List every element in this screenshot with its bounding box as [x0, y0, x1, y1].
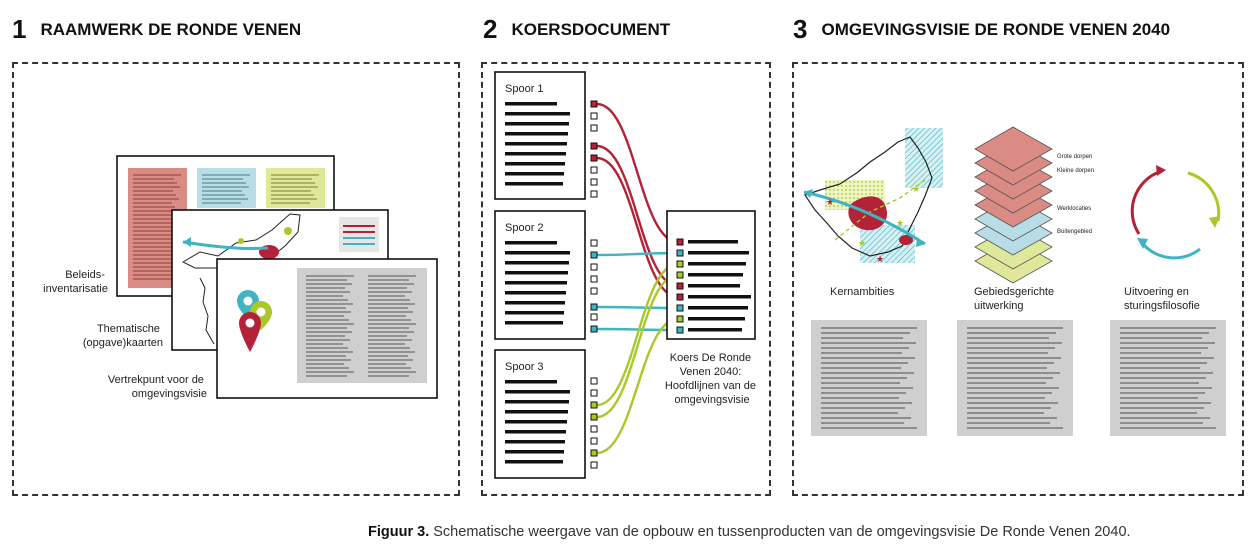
arrow-head-icon — [916, 238, 925, 247]
label-thematische-kaarten: Thematische (opgave)kaarten — [83, 323, 163, 349]
section-title-3: 3 OMGEVINGSVISIE DE RONDE VENEN 2040 — [793, 14, 1170, 45]
star-icon: ★ — [912, 184, 920, 194]
panel-raamwerk — [12, 62, 460, 496]
panel-koersdocument — [481, 62, 771, 496]
section-title-1: 1 RAAMWERK DE RONDE VENEN — [12, 14, 301, 45]
result-card — [666, 210, 756, 340]
map-dashed-line — [834, 179, 926, 241]
map-blob-red — [899, 235, 913, 245]
track-card-3: Spoor 3 — [494, 349, 586, 479]
cycle-icon — [1130, 165, 1221, 260]
track-checkboxes — [590, 100, 598, 469]
connector-curves — [596, 102, 679, 455]
kernambities-map: ★ ★ ★ ★ ★ — [803, 128, 943, 264]
label-beleidsinventarisatie: Beleids- inventarisatie — [43, 269, 108, 295]
arrow-head-icon — [804, 189, 813, 198]
label-vertrekpunt: Vertrekpunt voor de omgevingsvisie — [108, 374, 207, 400]
section-number: 1 — [12, 14, 27, 44]
layer-label: Buitengebied — [1057, 229, 1092, 235]
star-icon: ★ — [896, 218, 904, 228]
track-text-lines — [505, 102, 570, 464]
location-pin-icon-red — [239, 312, 261, 352]
star-icon: ★ — [876, 254, 884, 264]
label-kernambities: Kernambities — [830, 286, 895, 298]
track-label: Spoor 1 — [505, 83, 544, 95]
panel-omgevingsvisie — [792, 62, 1244, 496]
arrow-head-icon — [183, 237, 191, 247]
map-route-arrow — [803, 190, 926, 246]
grey-text-block — [297, 268, 427, 383]
card-column-blue — [197, 168, 256, 208]
caption-label: Figuur 3. — [368, 524, 430, 540]
section-title-text: KOERSDOCUMENT — [511, 20, 671, 39]
map-outline — [804, 136, 933, 257]
section-number: 3 — [793, 14, 808, 44]
section-title-2: 2 KOERSDOCUMENT — [483, 14, 670, 45]
star-icon: ★ — [858, 238, 866, 248]
card-vertrekpunt — [199, 258, 438, 399]
section-title-text: OMGEVINGSVISIE DE RONDE VENEN 2040 — [821, 20, 1171, 39]
legend-box — [339, 217, 379, 252]
star-icon: ★ — [826, 197, 834, 207]
layer-stack — [974, 126, 1053, 284]
map-dot-green — [284, 227, 292, 235]
result-label: Koers De Ronde Venen 2040: Hoofdlijnen v… — [665, 352, 759, 406]
result-rows — [676, 238, 751, 334]
caption-text: Schematische weergave van de opbouw en t… — [429, 524, 1131, 540]
label-gebiedsgerichte: Gebiedsgerichte uitwerking — [974, 286, 1057, 312]
map-route-arrow — [182, 240, 269, 251]
section-title-text: RAAMWERK DE RONDE VENEN — [40, 20, 302, 39]
text-lines — [133, 174, 319, 280]
layer-label: Kleine dorpen — [1057, 168, 1094, 174]
label-uitvoering: Uitvoering en sturingsfilosofie — [1124, 286, 1200, 312]
layer-label: Werklocaties — [1057, 206, 1091, 212]
figure-caption: Figuur 3. Schematische weergave van de o… — [368, 524, 1131, 540]
track-label: Spoor 2 — [505, 222, 544, 234]
text-lines — [306, 275, 416, 377]
map-dot-green — [238, 238, 244, 244]
section-number: 2 — [483, 14, 498, 44]
track-card-2: Spoor 2 — [494, 210, 586, 340]
card-column-green — [266, 168, 325, 208]
track-label: Spoor 3 — [505, 361, 544, 373]
layer-label: Grote dorpen — [1057, 154, 1092, 160]
text-lines — [821, 327, 1216, 429]
